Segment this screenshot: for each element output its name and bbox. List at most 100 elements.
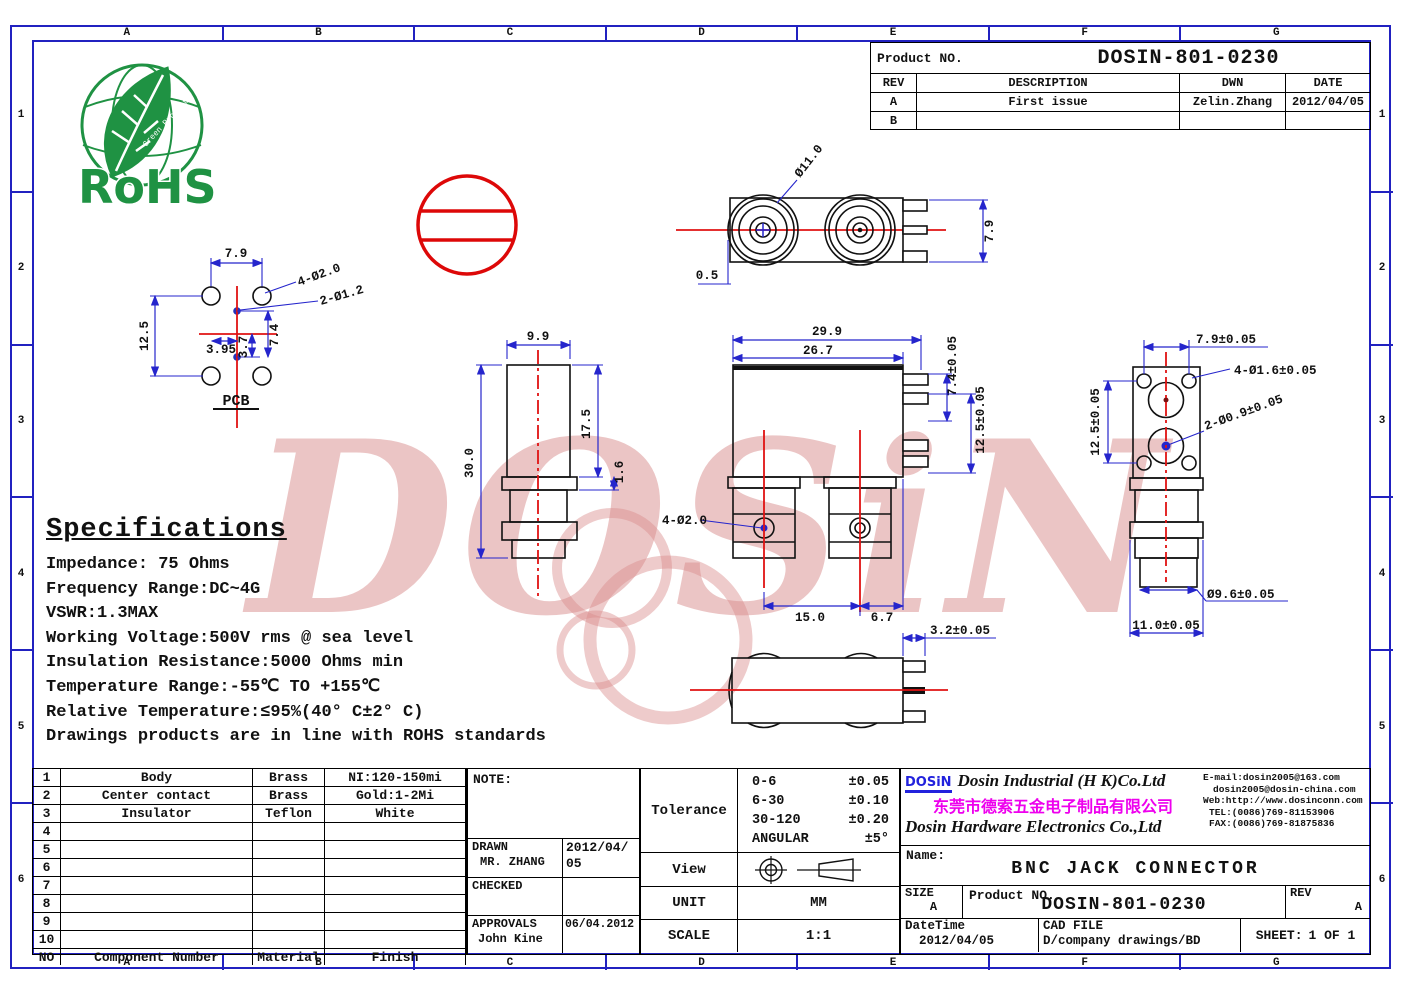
- row-material: Teflon: [253, 805, 325, 822]
- grid-col-label: G: [1179, 25, 1371, 40]
- row-component: [61, 931, 253, 948]
- row-no: 10: [33, 931, 61, 948]
- row-component: [61, 823, 253, 840]
- rev-dwn: [1180, 112, 1286, 129]
- tol-value: ±0.20: [848, 813, 889, 828]
- row-material: Brass: [253, 769, 325, 786]
- drawing-name: BNC JACK CONNECTOR: [1011, 859, 1260, 879]
- revision-table: Product NO. DOSIN-801-0230 REV DESCRIPTI…: [870, 42, 1371, 130]
- row-material: [253, 931, 325, 948]
- dim-3-95: 3.95: [206, 343, 236, 357]
- table-row: 3 Insulator Teflon White: [33, 805, 466, 823]
- dim-26-7: 26.7: [803, 344, 833, 358]
- company-name-cn: 东莞市德索五金电子制品有限公司: [932, 797, 1173, 816]
- row-material: [253, 859, 325, 876]
- dim-15-0: 15.0: [795, 611, 825, 625]
- unit-label: UNIT: [641, 887, 738, 919]
- dim-12-5: 12.5: [138, 321, 152, 351]
- row-no: 6: [33, 859, 61, 876]
- row-finish: [325, 931, 466, 948]
- view-label: View: [641, 853, 738, 886]
- tolerance-row: 0-6 ±0.05: [752, 773, 889, 792]
- dosin-logo: DOSiN: [905, 775, 952, 793]
- tolerance-row: ANGULAR ±5°: [752, 830, 889, 849]
- row-component: [61, 841, 253, 858]
- dim-1-6: 1.6: [613, 461, 627, 484]
- tol-value: ±0.05: [848, 775, 889, 790]
- tol-range: 30-120: [752, 813, 801, 828]
- note-label: NOTE:: [468, 769, 639, 839]
- size-value: A: [929, 900, 938, 914]
- company-name-en2: Dosin Hardware Electronics Co.,Ltd: [905, 817, 1162, 836]
- grid-row-label: 3: [10, 343, 32, 497]
- rev-value: A: [871, 93, 917, 111]
- row-no: 1: [33, 769, 61, 786]
- spec-line: Drawings products are in line with ROHS …: [46, 727, 546, 747]
- table-row: 2 Center contact Brass Gold:1-2Mi: [33, 787, 466, 805]
- grid-row-label: 6: [10, 802, 32, 955]
- grid-row-label: 6: [1371, 802, 1393, 955]
- grid-row-label: 2: [10, 190, 32, 344]
- table-row: 7: [33, 877, 466, 895]
- cad-file-value: D/company drawings/BD: [1043, 934, 1201, 948]
- specifications-title: Specifications: [46, 515, 287, 545]
- col-component: Component Number: [61, 949, 253, 965]
- col-no: NO: [33, 949, 61, 965]
- grid-col-label: F: [987, 25, 1180, 40]
- product-no-label: Product NO.: [877, 50, 963, 66]
- row-component: Center contact: [61, 787, 253, 804]
- front-main-view: 29.9 26.7 7.4±0.05 12.5±0.05 4-Ø2.0 15.0…: [662, 325, 988, 625]
- grid-col-label: G: [1179, 955, 1371, 970]
- date-col-header: DATE: [1313, 76, 1343, 90]
- drawn-date: 2012/04/05: [566, 840, 629, 871]
- grid-ref-top: A B C D E F G: [32, 25, 1371, 40]
- row-finish: [325, 895, 466, 912]
- dim-dia-9-6: Ø9.6±0.05: [1207, 588, 1275, 602]
- dim-11-0: 11.0±0.05: [1132, 619, 1200, 633]
- row-no: 5: [33, 841, 61, 858]
- contact-line: dosin2005@dosin-china.com: [1213, 783, 1356, 795]
- label-2-holes-right: 2-Ø0.9±0.05: [1203, 392, 1285, 433]
- grid-col-label: E: [796, 955, 988, 970]
- grid-col-label: C: [413, 955, 605, 970]
- grid-col-label: E: [796, 25, 988, 40]
- dim-3-2: 3.2±0.05: [930, 624, 990, 638]
- contact-line: E-mail:dosin2005@163.com: [1203, 772, 1340, 783]
- contact-line: TEL:(0086)769-81153906: [1209, 806, 1335, 818]
- name-label: Name:: [906, 848, 946, 863]
- sheet-value: 1 OF 1: [1308, 928, 1356, 943]
- grid-col-label: D: [604, 955, 797, 970]
- row-no: 7: [33, 877, 61, 894]
- drawn-label: DRAWN: [472, 840, 509, 854]
- label-2-holes: 2-Ø1.2: [318, 283, 365, 309]
- title-block: DOSiN Dosin Industrial (H K)Co.Ltd 东莞市德索…: [900, 768, 1371, 955]
- scale-label: SCALE: [641, 920, 738, 952]
- dim-7-9-tol: 7.9±0.05: [1196, 333, 1256, 347]
- row-finish: [325, 823, 466, 840]
- dim-7-9: 7.9: [225, 247, 248, 261]
- row-material: [253, 895, 325, 912]
- rev-dwn: Zelin.Zhang: [1180, 93, 1286, 111]
- grid-row-label: 1: [1378, 109, 1386, 122]
- approvals-date: 06/04.2012: [565, 918, 635, 931]
- dim-29-9: 29.9: [812, 325, 842, 339]
- label-4-holes: 4-Ø2.0: [296, 261, 343, 290]
- table-row: 8: [33, 895, 466, 913]
- dim-12-5-right: 12.5±0.05: [1089, 388, 1103, 456]
- grid-col-label: F: [987, 955, 1180, 970]
- dim-7-4-pitch: 7.4±0.05: [946, 336, 960, 396]
- grid-row-label: 4: [10, 496, 32, 649]
- datetime-label: DateTime: [905, 919, 966, 933]
- grid-col-label: B: [221, 25, 414, 40]
- table-row: 9: [33, 913, 466, 931]
- dim-30-0: 30.0: [463, 448, 477, 478]
- row-material: [253, 841, 325, 858]
- row-finish: [325, 859, 466, 876]
- table-footer-row: NO Component Number Material Finish: [33, 949, 466, 965]
- row-material: Brass: [253, 787, 325, 804]
- grid-col-label: C: [413, 25, 605, 40]
- row-no: 9: [33, 913, 61, 930]
- spec-line: Temperature Range:-55℃ TO +155℃: [46, 677, 381, 697]
- dwn-col-header: DWN: [1180, 74, 1286, 92]
